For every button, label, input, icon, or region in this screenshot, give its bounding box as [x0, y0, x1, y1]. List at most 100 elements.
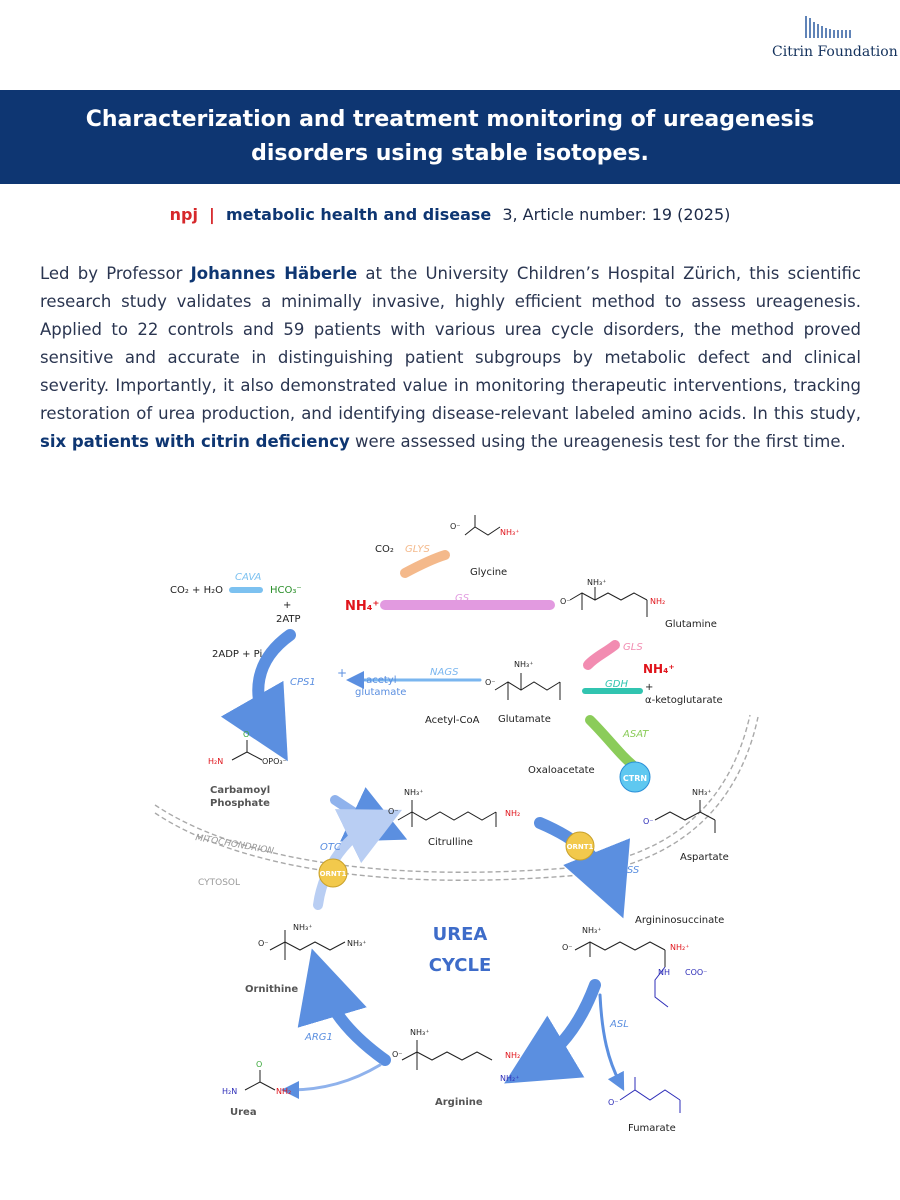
adp-label: 2ADP + Pi [212, 649, 262, 660]
gdh-enzyme: GDH [605, 679, 628, 690]
title-banner: Characterization and treatment monitorin… [0, 90, 900, 184]
ass-enzyme: ASS [619, 865, 640, 876]
ornt1-left-transporter-icon [318, 858, 348, 888]
glutamine-structure [569, 587, 648, 617]
citrulline-structure [397, 800, 497, 827]
gls-arrow [583, 640, 620, 670]
aspartate-o-minus: O⁻ [643, 817, 654, 826]
arg1-enzyme: ARG1 [304, 1032, 333, 1043]
argininosuccinate-label: Argininosuccinate [635, 915, 724, 926]
ornt1-left-label: ORNT1 [320, 870, 347, 878]
glutamine-label: Glutamine [665, 619, 717, 630]
argininosuccinate-nh: NH [658, 968, 670, 977]
citrin-transporter-icon [619, 761, 651, 793]
citrin-highlight: six patients with citrin deficiency [40, 432, 350, 451]
glycine-nh3: NH₃⁺ [500, 528, 519, 537]
citation: npj | metabolic health and disease 3, Ar… [0, 205, 900, 224]
glycine-label: Glycine [470, 567, 507, 578]
nh4-gls-label: NH₄⁺ [643, 662, 675, 676]
carbamoyl-opo3: OPO₃⁻ [262, 757, 287, 766]
ornt1-right-transporter-icon [565, 831, 595, 861]
citrulline-label: Citrulline [428, 837, 473, 848]
journal-section: metabolic health and disease [225, 205, 492, 224]
nags-enzyme: NAGS [430, 667, 459, 678]
cycle-arrows [220, 550, 643, 1099]
glutamine-nh3: NH₃⁺ [587, 578, 606, 587]
glutamine-nh2: NH₂ [650, 597, 665, 606]
otc-enzyme: OTC [320, 842, 341, 853]
gs-enzyme: GS [455, 593, 470, 604]
asl-fumarate-arrow [598, 993, 625, 1091]
n-acetyl-label-2: glutamate [355, 687, 406, 698]
asat-arrow [585, 715, 640, 772]
logo-name: Citrin Foundation [772, 44, 898, 60]
argininosuccinate-structure [574, 941, 669, 1008]
gls-enzyme: GLS [623, 642, 643, 653]
atp-label: 2ATP [276, 614, 301, 625]
asl-arrow [504, 979, 601, 1084]
fumarate-o-minus: O⁻ [608, 1098, 619, 1107]
ornithine-nh3-top: NH₃⁺ [293, 923, 312, 932]
citrin-foundation-logo: Citrin Foundation [772, 14, 898, 60]
carbamoyl-phosphate-structure [231, 740, 263, 761]
arg1-urea-arrow [281, 1063, 382, 1099]
oxaloacetate-label: Oxaloacetate [528, 765, 595, 776]
journal-name: npj [169, 205, 198, 224]
argininosuccinate-nh2: NH₂⁺ [670, 943, 689, 952]
arginine-nh3: NH₃⁺ [410, 1028, 429, 1037]
asat-enzyme: ASAT [622, 729, 649, 740]
glutamate-o-minus: O⁻ [485, 678, 496, 687]
glys-arrow [400, 550, 450, 578]
fumarate-label: Fumarate [628, 1123, 676, 1134]
logo-bars-icon [805, 16, 851, 38]
ornithine-structure [269, 930, 346, 960]
summary-paragraph: Led by Professor Johannes Häberle at the… [40, 260, 861, 456]
ornithine-label: Ornithine [245, 984, 298, 995]
glutamate-structure [494, 673, 561, 700]
plus-sign: + [283, 600, 291, 611]
arginine-nh2: NH₂ [505, 1051, 520, 1060]
ornithine-o-minus: O⁻ [258, 939, 269, 948]
plus-sign-3: + [337, 666, 347, 680]
urea-structure [244, 1070, 276, 1091]
acetylcoa-label: Acetyl-CoA [425, 715, 480, 726]
carbamoyl-label-1: Carbamoyl [210, 785, 270, 796]
cytosol-label: CYTOSOL [198, 878, 240, 888]
glutamate-nh3: NH₃⁺ [514, 660, 533, 669]
aspartate-nh3: NH₃⁺ [692, 788, 711, 797]
asl-enzyme: ASL [609, 1019, 629, 1030]
citation-details: 3, Article number: 19 (2025) [502, 205, 731, 224]
urea-cycle-title-2: CYCLE [429, 955, 492, 976]
co2-h2o-label: CO₂ + H₂O [170, 585, 223, 596]
n-acetyl-label-1: N-acetyl [355, 675, 396, 686]
urea-h2n: H₂N [222, 1087, 237, 1096]
argininosuccinate-nh3: NH₃⁺ [582, 926, 601, 935]
urea-cycle-title-1: UREA [433, 924, 488, 945]
aspartate-label: Aspartate [680, 852, 729, 863]
ornt1-right-label: ORNT1 [567, 843, 594, 851]
arg1-arrow [297, 948, 391, 1066]
arginine-structure [401, 1040, 493, 1070]
summary-text-2: at the University Children’s Hospital Zü… [40, 264, 861, 423]
co2-label: CO₂ [375, 544, 394, 555]
hco3-label: HCO₃⁻ [270, 585, 302, 596]
urea-o: O [256, 1060, 262, 1069]
nh4-top-label: NH₄⁺ [345, 599, 379, 614]
aspartate-structure [654, 800, 716, 833]
glycine-o-minus: O⁻ [450, 522, 461, 531]
mitochondrion-membrane [154, 714, 759, 881]
arginine-label: Arginine [435, 1097, 483, 1108]
cps1-arrow [220, 629, 296, 762]
citrulline-o-minus: O⁻ [388, 807, 399, 816]
urea-nh2: NH₂ [276, 1087, 291, 1096]
argininosuccinate-o-minus: O⁻ [562, 943, 573, 952]
summary-text-3: were assessed using the ureagenesis test… [349, 432, 846, 451]
urea-label: Urea [230, 1107, 257, 1118]
citrulline-nh3: NH₃⁺ [404, 788, 423, 797]
title-line-2: disorders using stable isotopes. [251, 141, 649, 166]
glys-enzyme: GLYS [405, 544, 430, 555]
plus-sign-2: + [645, 682, 653, 693]
carbamoyl-h2n: H₂N [208, 757, 223, 766]
carbamoyl-o: O [243, 730, 249, 739]
argininosuccinate-coo: COO⁻ [685, 968, 707, 977]
